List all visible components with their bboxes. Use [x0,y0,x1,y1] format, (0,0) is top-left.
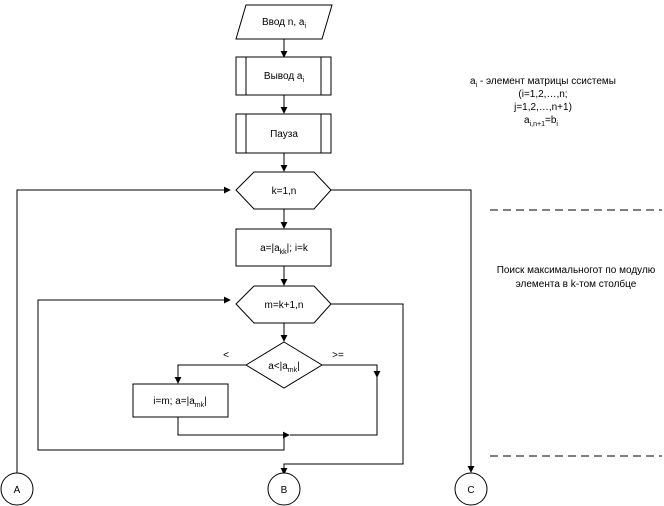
branch-label-ge: >= [332,350,344,361]
loop-m-hexagon [235,285,332,324]
connector-c-label: C [467,485,474,496]
connector-a: A [0,472,34,506]
pause-block: Пауза [235,113,332,154]
input-block: Ввод n, ai [235,4,333,40]
connector-c-circle [454,472,488,506]
output-rect [235,56,332,96]
assign2-block: i=m; a=|amk| [132,383,229,418]
loop-k-hexagon [235,171,332,210]
arrow-cond-lt-branch [174,364,246,384]
output-label: Вывод ai [264,71,305,84]
arrow-outer-loop-back [16,186,231,473]
note-line1: ai - элемент матрицы ссистемы [470,76,616,89]
assign-block: a=|akk|; i=k [235,228,332,267]
loop-k-label: k=1,n [272,186,297,197]
flow-lines [16,39,475,475]
note-line4: ai,n+1=bi [524,115,558,128]
loop-k-block: k=1,n [235,171,332,210]
arrow-outer-loop-exit [331,189,475,473]
output-block: Вывод ai [235,56,332,96]
notes: ai - элемент матрицы ссистемы (i=1,2,…,n… [470,76,662,457]
note-line2: (i=1,2,…,n; [518,89,567,100]
connector-b: B [267,472,301,506]
condition-diamond [245,341,323,389]
arrow-cond-ge-branch [322,364,381,378]
line-ge-to-merge [290,377,378,436]
connector-a-circle [0,472,34,506]
arrow-inner-loop-back [37,296,285,451]
assign-rect [235,228,332,267]
connector-a-label: A [14,485,21,496]
branch-label-lt: < [223,350,229,361]
connector-b-label: B [281,485,288,496]
arrow-inner-loop-exit [280,303,404,475]
note-line3: j=1,2,…,n+1) [513,102,572,113]
condition-label: a<|amk| [268,361,300,374]
pause-rect [235,113,332,154]
loop-m-label: m=k+1,n [265,300,304,311]
assign-label: a=|akk|; i=k [260,243,309,256]
connector-c: C [454,472,488,506]
input-label: Ввод n, ai [262,17,307,30]
loop-m-block: m=k+1,n [235,285,332,324]
input-parallelogram [235,4,333,40]
comment-line1: Поиск максимальногот по модулю [497,265,656,276]
comment-line2: элемента в k-том столбце [516,278,637,290]
assign2-label: i=m; a=|amk| [153,396,206,409]
arrow-assign2-to-merge [177,417,290,439]
assign2-rect [132,383,229,418]
pause-label: Пауза [270,129,298,140]
condition-block: a<|amk| [245,341,323,389]
connector-b-circle [267,472,301,506]
